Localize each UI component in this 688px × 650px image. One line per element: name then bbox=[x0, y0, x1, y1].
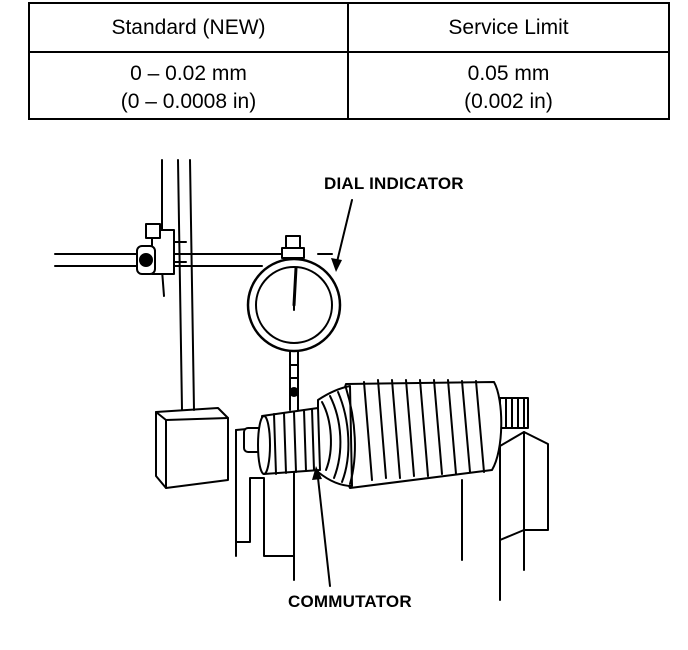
dial-indicator bbox=[246, 235, 342, 411]
table-column-divider bbox=[347, 4, 349, 118]
standard-imperial-value: (0 – 0.0008 in) bbox=[120, 90, 257, 113]
bench-lines bbox=[235, 479, 525, 601]
armature-core bbox=[340, 379, 503, 489]
magnetic-base bbox=[155, 407, 229, 489]
armature-windings bbox=[317, 385, 356, 487]
service-limit-metric-value: 0.05 mm bbox=[467, 62, 550, 85]
armature-runout-illustration bbox=[54, 159, 549, 601]
dial-indicator-label: DIAL INDICATOR bbox=[324, 174, 464, 193]
stand-rod bbox=[161, 159, 195, 411]
arm-clamp bbox=[136, 223, 187, 275]
standard-metric-value: 0 – 0.02 mm bbox=[130, 62, 247, 85]
header-standard: Standard (NEW) bbox=[111, 16, 266, 39]
spec-table: Standard (NEW) Service Limit 0 – 0.02 mm… bbox=[28, 2, 670, 120]
commutator bbox=[257, 407, 321, 475]
header-service-limit: Service Limit bbox=[448, 16, 569, 39]
leader-lines bbox=[312, 199, 353, 587]
service-limit-imperial-value: (0.002 in) bbox=[464, 90, 553, 113]
table-row-divider bbox=[30, 51, 668, 53]
commutator-label: COMMUTATOR bbox=[288, 592, 412, 611]
right-v-block bbox=[499, 431, 549, 541]
armature-shaft bbox=[243, 397, 529, 453]
